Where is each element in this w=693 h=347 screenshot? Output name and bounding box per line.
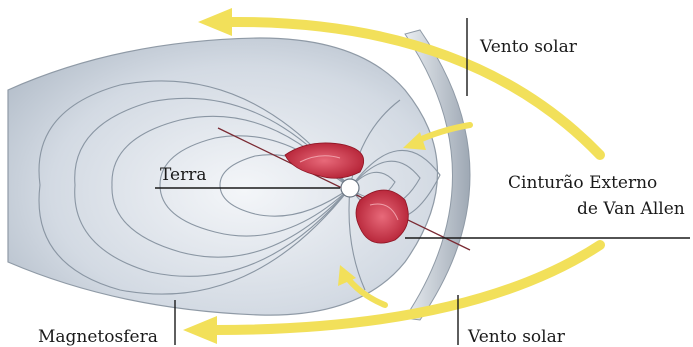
magnetosphere-body — [8, 38, 438, 315]
label-solar-wind-bottom: Vento solar — [467, 327, 566, 347]
label-magnetosphere: Magnetosfera — [38, 327, 158, 347]
label-earth: Terra — [160, 165, 206, 185]
label-van-allen-line2: de Van Allen — [577, 199, 685, 219]
label-solar-wind-top: Vento solar — [479, 37, 578, 57]
label-van-allen-line1: Cinturão Externo — [508, 173, 657, 193]
earth-icon — [341, 179, 359, 197]
